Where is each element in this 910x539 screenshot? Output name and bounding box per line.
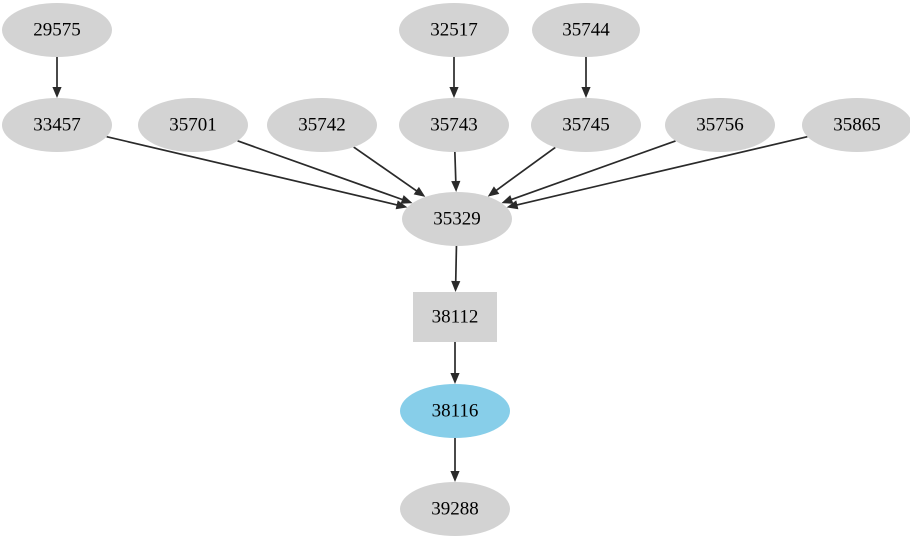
graph-node-33457[interactable]: 33457 (2, 98, 112, 152)
edge-layer (52, 57, 808, 482)
node-ellipse-shape[interactable] (665, 98, 775, 152)
graph-edge-arrowhead (506, 200, 519, 210)
graph-edge (237, 140, 404, 201)
graph-node-35701[interactable]: 35701 (138, 98, 248, 152)
graph-edge (106, 135, 398, 206)
graph-node-32517[interactable]: 32517 (399, 3, 509, 57)
node-ellipse-shape[interactable] (400, 482, 510, 536)
graph-edge (510, 140, 676, 201)
graph-node-38116[interactable]: 38116 (400, 384, 510, 438)
node-ellipse-shape[interactable] (802, 98, 910, 152)
graph-edge-arrowhead (449, 87, 459, 98)
graph-edge-arrowhead (400, 195, 413, 204)
node-ellipse-shape[interactable] (2, 3, 112, 57)
node-ellipse-shape[interactable] (267, 98, 377, 152)
graph-edge (516, 135, 808, 206)
graph-edge-arrowhead (450, 471, 460, 482)
graph-node-35743[interactable]: 35743 (399, 98, 509, 152)
graph-edge-arrowhead (395, 200, 408, 210)
graph-edge-arrowhead (52, 87, 62, 98)
node-ellipse-shape[interactable] (138, 98, 248, 152)
graph-node-35744[interactable]: 35744 (532, 3, 640, 57)
graph-edge (495, 146, 556, 192)
graph-node-35742[interactable]: 35742 (267, 98, 377, 152)
graph-edge (353, 146, 418, 192)
graph-node-38112[interactable]: 38112 (413, 292, 497, 342)
graph-node-39288[interactable]: 39288 (400, 482, 510, 536)
graph-edge-arrowhead (413, 186, 426, 197)
node-ellipse-shape-highlighted[interactable] (400, 384, 510, 438)
node-ellipse-shape[interactable] (2, 98, 112, 152)
graph-edge-arrowhead (487, 186, 500, 197)
graph-node-35756[interactable]: 35756 (665, 98, 775, 152)
node-ellipse-shape[interactable] (532, 3, 640, 57)
node-box-shape[interactable] (413, 292, 497, 342)
node-ellipse-shape[interactable] (402, 192, 512, 246)
graph-edge (454, 245, 458, 282)
graph-edge-arrowhead (581, 87, 591, 98)
graph-node-35745[interactable]: 35745 (531, 98, 641, 152)
graph-node-29575[interactable]: 29575 (2, 3, 112, 57)
graph-edge-arrowhead (451, 180, 461, 192)
node-ellipse-shape[interactable] (531, 98, 641, 152)
node-ellipse-shape[interactable] (399, 3, 509, 57)
graph-node-35329[interactable]: 35329 (402, 192, 512, 246)
graph-node-35865[interactable]: 35865 (802, 98, 910, 152)
graph-edge-arrowhead (451, 280, 461, 292)
node-ellipse-shape[interactable] (399, 98, 509, 152)
graph-edge-arrowhead (450, 373, 460, 384)
graph-edge-arrowhead (501, 195, 514, 204)
graph-edge (454, 151, 457, 182)
